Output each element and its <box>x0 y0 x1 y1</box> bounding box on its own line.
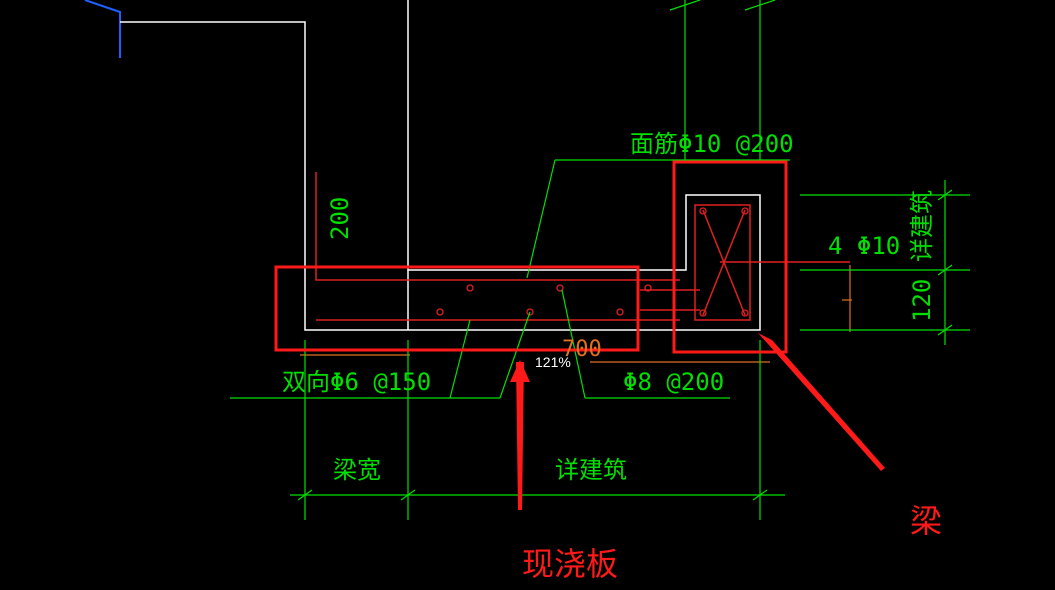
rebar-lines <box>315 172 850 321</box>
annotation-overlays <box>274 160 788 354</box>
rebar-dots <box>436 207 749 317</box>
label-dim-700: 700 <box>562 337 602 362</box>
label-top-bar: 面筋Φ10 @200 <box>630 130 794 158</box>
arrow-beam <box>758 333 885 471</box>
label-see-architecture: 详建筑 <box>555 456 627 484</box>
orange-dims <box>300 265 852 363</box>
label-slab-bar: 双向Φ6 @150 <box>282 368 431 396</box>
label-stirrup-spec: 4 Φ10 <box>828 232 900 260</box>
arrow-slab <box>510 360 530 510</box>
zoom-level-readout: 121% <box>535 354 571 370</box>
label-beam-bottom-bar: Φ8 @200 <box>623 368 724 396</box>
label-dim-120: 120 <box>908 279 936 322</box>
blue-polyline <box>84 0 121 58</box>
label-beam-width: 梁宽 <box>333 456 381 484</box>
annotation-cast-slab: 现浇板 <box>522 545 618 583</box>
label-right-see-architecture: 详建筑 <box>908 190 936 262</box>
annotation-beam: 梁 <box>910 502 942 540</box>
label-dim-200: 200 <box>326 197 354 240</box>
green-lines <box>230 0 970 520</box>
